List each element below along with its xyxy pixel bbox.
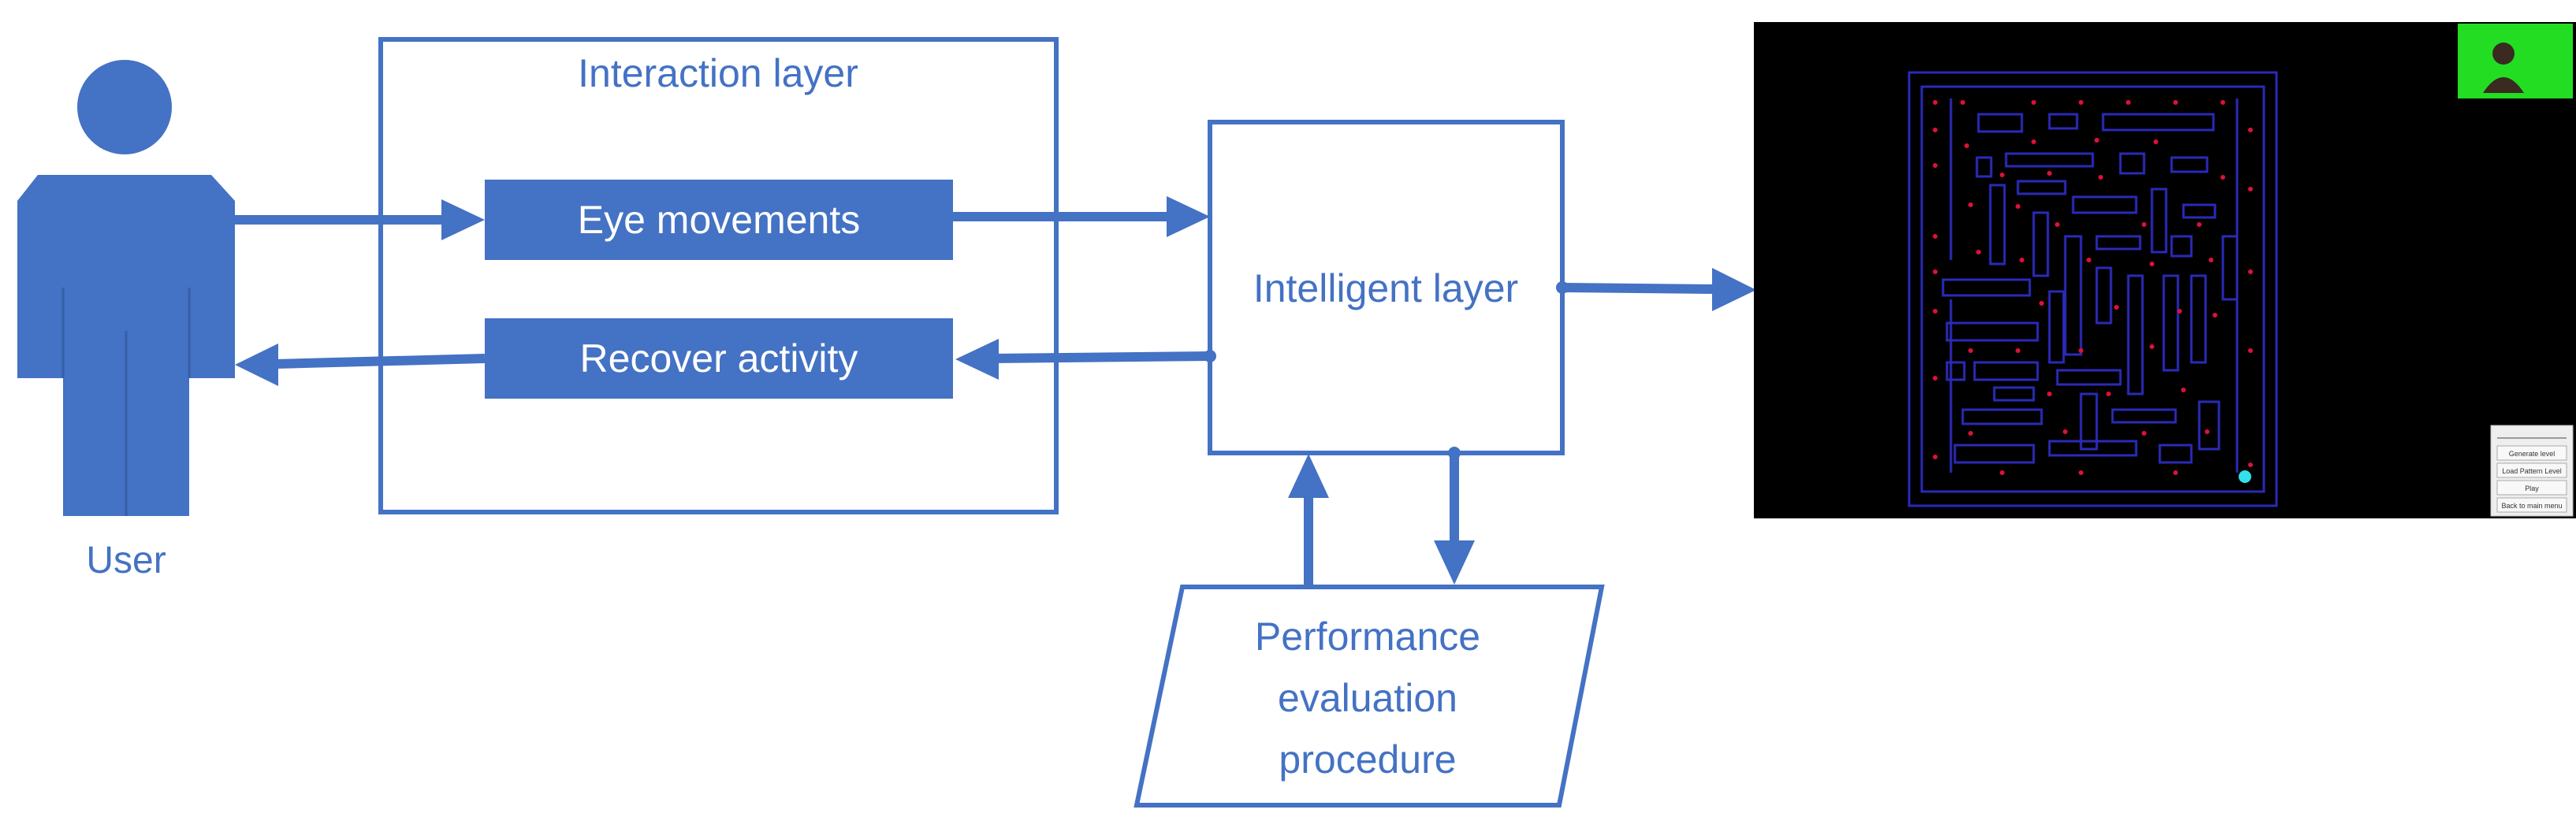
arrow-intelligent-to-recover	[955, 339, 1216, 380]
game-menu-label: Generate level	[2509, 450, 2556, 458]
performance-label-line2: evaluation	[1278, 676, 1457, 720]
game-menu-label: Load Pattern Level	[2502, 467, 2562, 475]
performance-evaluation-box	[1134, 585, 1605, 808]
game-menu-button-generate[interactable]: Generate level	[2496, 445, 2567, 461]
user-label: User	[86, 540, 166, 581]
intelligent-layer-label: Intelligent layer	[1253, 266, 1518, 310]
arrow-intelligent-to-performance	[1434, 447, 1475, 585]
game-menu-button-play[interactable]: Play	[2496, 480, 2567, 496]
performance-label-line1: Performance	[1255, 615, 1480, 659]
eye-movements-box	[485, 180, 953, 260]
arrow-user-to-eye-movements	[235, 199, 485, 240]
user-avatar-icon	[2458, 24, 2573, 98]
pacman-game-screenshot: Generate level Load Pattern Level Play B…	[1754, 22, 2576, 518]
arrow-performance-to-intelligent	[1288, 454, 1329, 587]
interaction-layer-box	[378, 37, 1059, 514]
arrow-recover-to-user	[235, 343, 486, 386]
game-menu-button-load-pattern[interactable]: Load Pattern Level	[2496, 462, 2567, 478]
user-figure-icon	[17, 60, 235, 516]
game-menu-label: Play	[2525, 485, 2539, 492]
performance-label-line3: procedure	[1279, 737, 1456, 782]
game-menu-button-back[interactable]: Back to main menu	[2496, 497, 2567, 513]
pellets	[1933, 100, 2253, 475]
eye-movements-label: Eye movements	[578, 198, 860, 242]
recover-activity-label: Recover activity	[580, 336, 858, 381]
interaction-layer-label: Interaction layer	[578, 51, 858, 95]
arrow-intelligent-to-game	[1556, 268, 1756, 311]
recover-activity-box	[485, 318, 953, 399]
arrow-eye-movements-to-intelligent	[953, 196, 1210, 237]
game-menu-label: Back to main menu	[2501, 502, 2562, 510]
player-icon	[2239, 470, 2251, 483]
maze	[1908, 71, 2278, 507]
